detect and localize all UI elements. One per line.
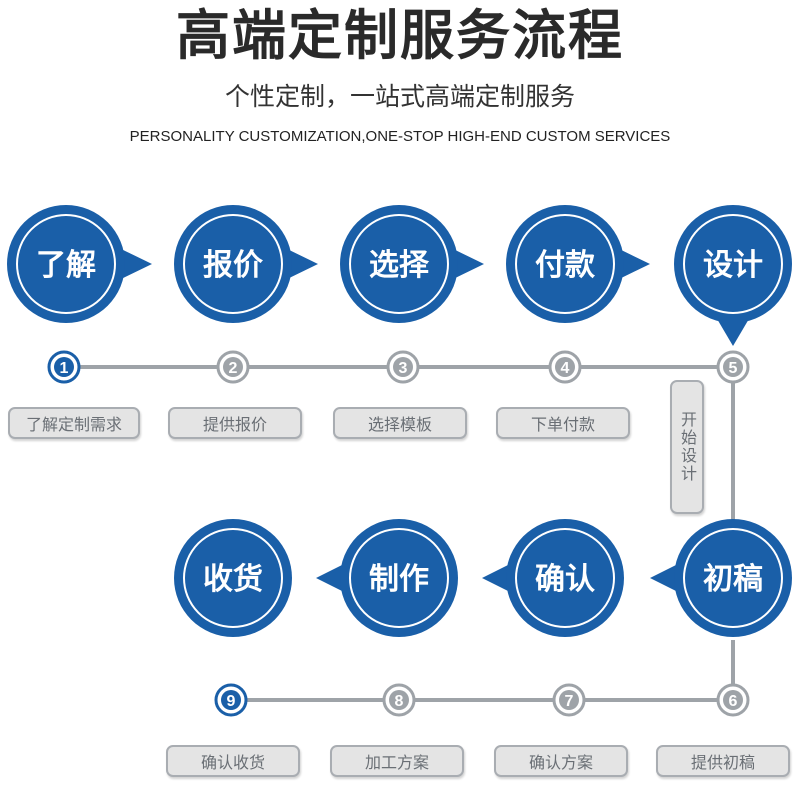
step-number-2: 2 [229,360,238,377]
page-subtitle: 个性定制，一站式高端定制服务 [224,82,575,111]
step-label-3: 选择模板 [333,407,467,439]
step-bubble-1: 了解 [7,205,152,323]
page-title: 高端定制服务流程 [176,4,624,67]
step-title-5: 设计 [703,248,763,283]
page-subtitle-english: PERSONALITY CUSTOMIZATION,ONE-STOP HIGH-… [129,128,671,145]
step-marker-6: 6 [716,683,750,717]
step-title-9: 收货 [203,562,263,597]
step-title-4: 付款 [535,248,596,283]
step-bubble-4: 付款 [506,205,650,323]
step-title-2: 报价 [203,248,263,283]
step-label-9: 确认收货 [166,745,300,777]
step-marker-3: 3 [386,350,420,384]
step-title-7: 确认 [535,562,595,597]
step-marker-1: 1 [47,350,81,384]
step-bubble-6: 初稿 [650,519,792,637]
step-title-3: 选择 [369,248,430,283]
step-number-7: 7 [565,693,574,710]
step-label-4: 下单付款 [496,407,630,439]
step-number-6: 6 [729,693,738,710]
step-marker-2: 2 [216,350,250,384]
step-title-8: 制作 [369,562,429,597]
step-bubble-5: 设计 [674,205,792,346]
step-marker-4: 4 [548,350,582,384]
step-marker-7: 7 [552,683,586,717]
step-number-4: 4 [561,360,570,377]
step-title-1: 了解 [36,248,96,283]
step-label-2: 提供报价 [168,407,302,439]
step-number-5: 5 [729,360,738,377]
step-bubble-9: 收货 [174,519,292,637]
step-label-1: 了解定制需求 [8,407,140,439]
step-number-3: 3 [399,360,408,377]
step-label-5: 开始设计 [670,380,704,514]
step-number-1: 1 [60,360,69,377]
step-number-8: 8 [395,693,404,710]
step-bubble-8: 制作 [316,519,458,637]
step-label-7: 确认方案 [494,745,628,777]
step-bubble-3: 选择 [340,205,484,323]
step-label-8: 加工方案 [330,745,464,777]
step-title-6: 初稿 [703,562,763,597]
step-marker-5: 5 [716,350,750,384]
step-bubble-2: 报价 [174,205,318,323]
step-marker-9: 9 [214,683,248,717]
step-marker-8: 8 [382,683,416,717]
step-number-9: 9 [227,693,236,710]
step-label-6: 提供初稿 [656,745,790,777]
step-bubble-7: 确认 [482,519,624,637]
